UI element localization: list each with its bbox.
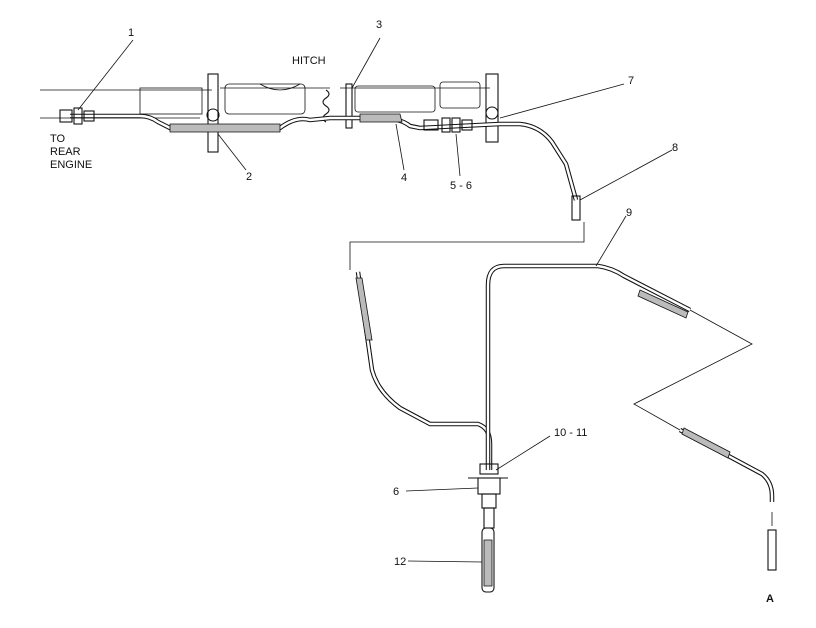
upper-tube-run xyxy=(59,107,581,221)
hitch-frame xyxy=(40,73,499,153)
callout-9: 9 xyxy=(626,207,632,219)
to-rear-engine-line-3: ENGINE xyxy=(50,159,92,171)
callout-2: 2 xyxy=(246,171,252,183)
callout-7: 7 xyxy=(628,75,634,87)
callout-3: 3 xyxy=(376,19,382,31)
hitch-label: HITCH xyxy=(292,55,326,67)
to-rear-engine-line-2: REAR xyxy=(50,146,81,158)
callout-12: 12 xyxy=(394,556,406,568)
callout-1: 1 xyxy=(128,27,134,39)
to-rear-engine-line-1: TO xyxy=(50,133,66,145)
callout-6-lower: 6 xyxy=(393,486,399,498)
callout-8: 8 xyxy=(672,142,678,154)
leader-lines xyxy=(77,37,673,563)
callout-4: 4 xyxy=(401,172,407,184)
lower-tube-runs xyxy=(349,222,777,571)
callout-10-11: 10 - 11 xyxy=(554,427,587,439)
bottom-fitting-stack xyxy=(468,463,508,593)
callout-5-6: 5 - 6 xyxy=(450,180,472,192)
view-marker-a: A xyxy=(766,593,774,605)
